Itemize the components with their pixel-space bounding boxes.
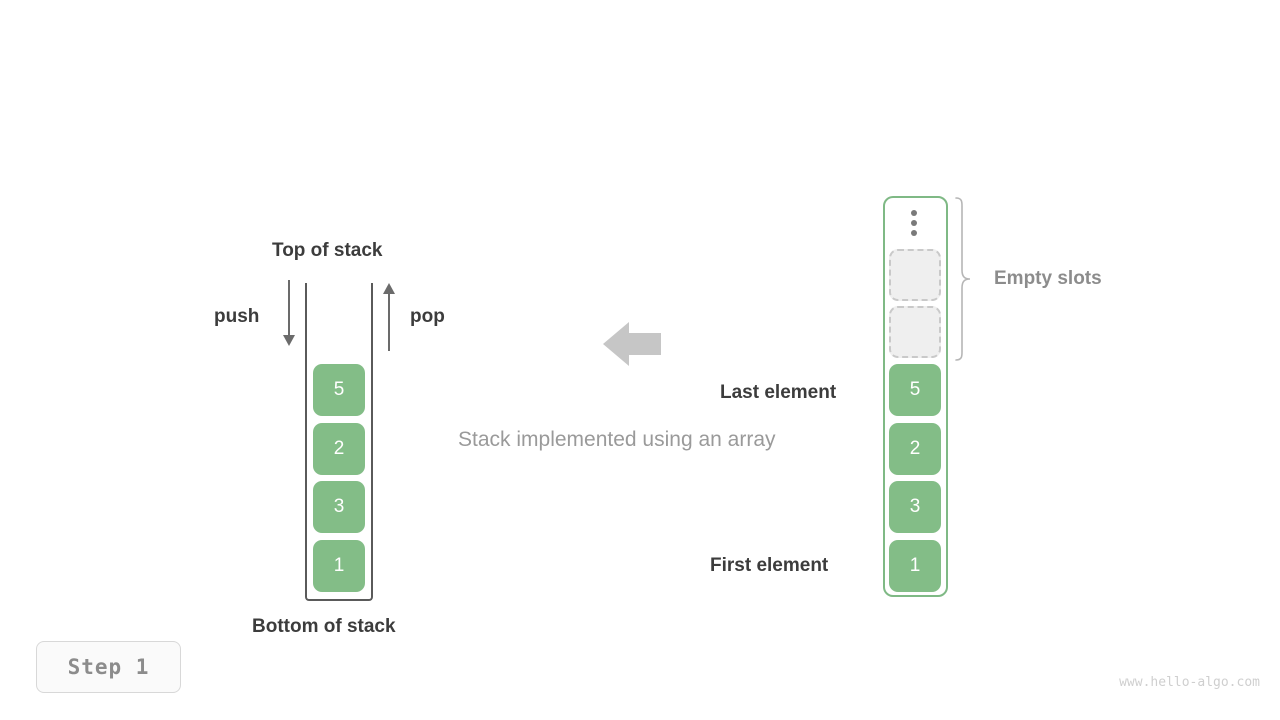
arrow-left-icon — [603, 318, 661, 375]
stack-cell: 3 — [313, 481, 365, 533]
stack-cell: 1 — [313, 540, 365, 592]
watermark: www.hello-algo.com — [1119, 675, 1260, 690]
top-of-stack-label: Top of stack — [272, 240, 383, 261]
empty-slots-label: Empty slots — [994, 268, 1102, 289]
stack-cell: 5 — [313, 364, 365, 416]
array-cell: 1 — [889, 540, 941, 592]
stack-container — [305, 283, 373, 601]
stack-cell: 2 — [313, 423, 365, 475]
array-cell: 5 — [889, 364, 941, 416]
last-element-label: Last element — [720, 382, 837, 403]
push-label: push — [214, 306, 260, 327]
vertical-ellipsis-icon — [910, 210, 917, 236]
bottom-of-stack-label: Bottom of stack — [252, 616, 396, 637]
empty-slot — [889, 306, 941, 358]
step-badge: Step 1 — [36, 641, 181, 693]
empty-slot — [889, 249, 941, 301]
first-element-label: First element — [710, 555, 829, 576]
pop-label: pop — [410, 306, 445, 327]
array-cell: 3 — [889, 481, 941, 533]
figure-caption: Stack implemented using an array — [458, 428, 776, 451]
array-cell: 2 — [889, 423, 941, 475]
curly-brace-icon — [952, 196, 974, 367]
